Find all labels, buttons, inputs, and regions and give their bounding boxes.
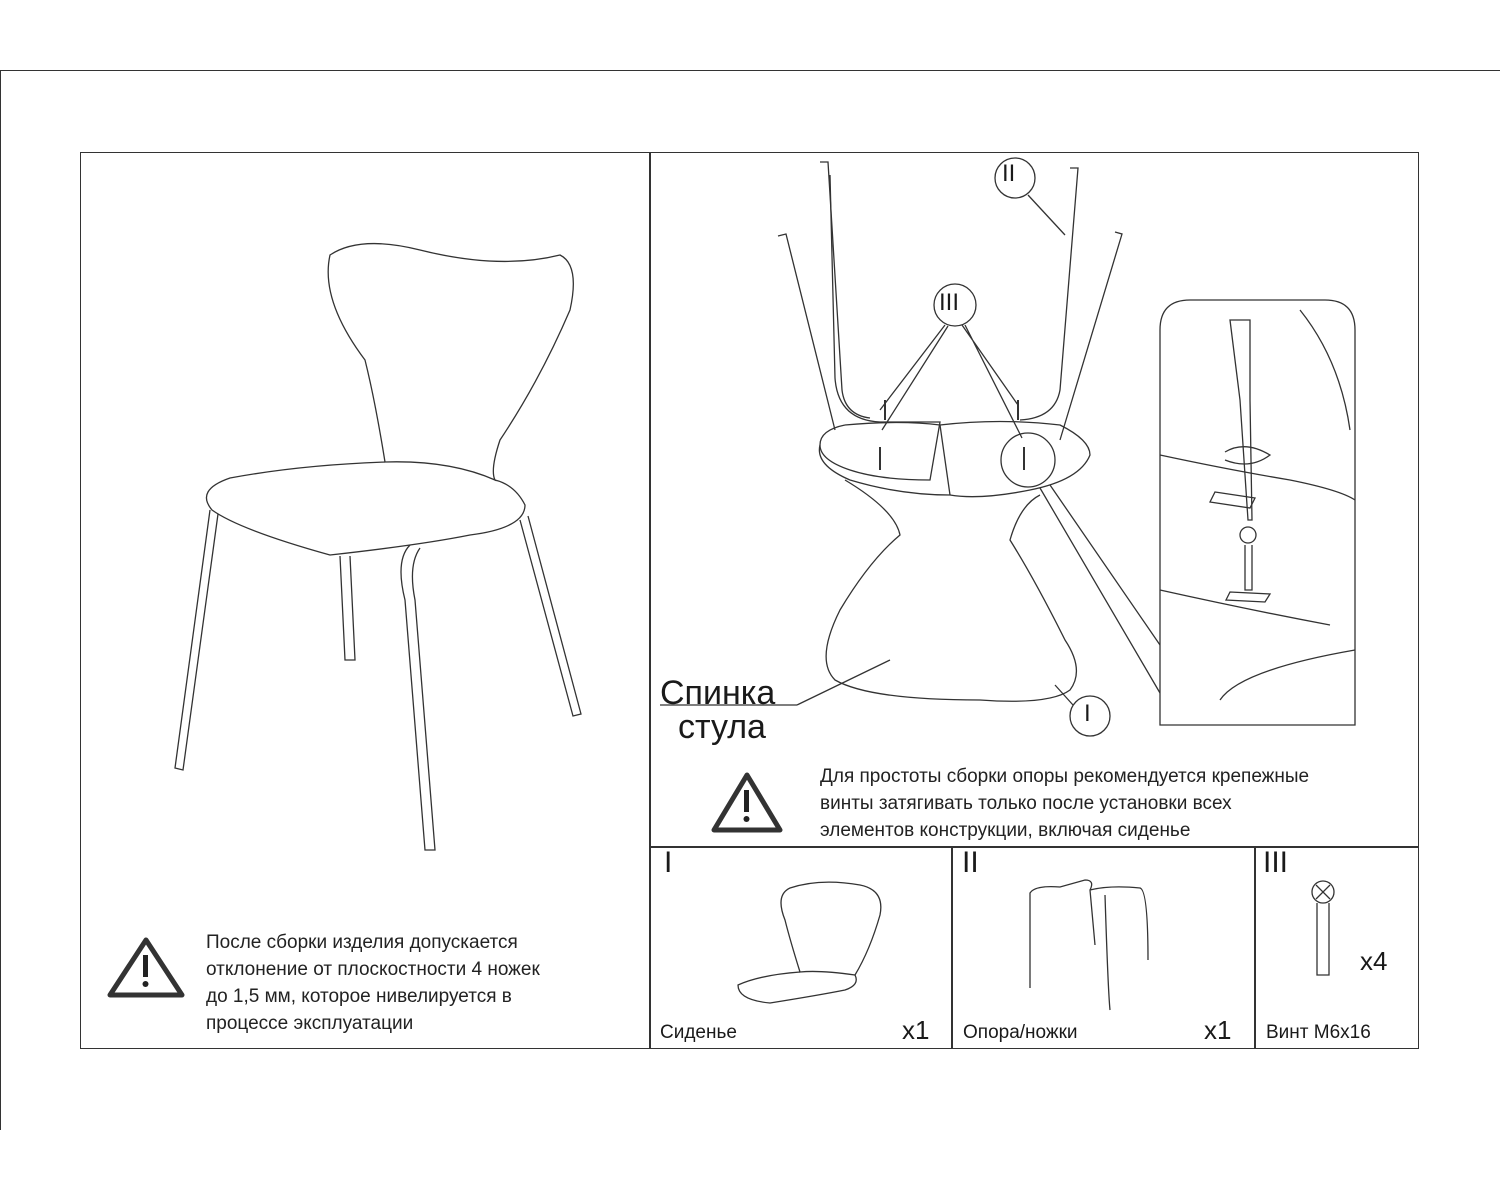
warning-line: винты затягивать только после установки …	[820, 793, 1232, 814]
part-name: Опора/ножки	[963, 1022, 1078, 1043]
callout-III: III	[939, 289, 960, 316]
part-name: Винт М6х16	[1266, 1022, 1371, 1043]
callout-I: I	[1084, 700, 1091, 727]
panel-divider	[649, 152, 651, 1049]
part-name: Сиденье	[660, 1022, 737, 1043]
part-qty: x1	[1204, 1015, 1232, 1045]
part-numeral: III	[1263, 846, 1289, 879]
warning-line: до 1,5 мм, которое нивелируется в	[206, 986, 512, 1007]
warning-line: процессе эксплуатации	[206, 1013, 414, 1034]
part-legs-drawing	[1029, 879, 1149, 1011]
part-numeral: II	[962, 846, 979, 879]
warning-line: После сборки изделия допускается	[206, 932, 518, 953]
parts-row-divider	[650, 846, 1419, 848]
part-qty: x4	[1360, 946, 1388, 976]
page-border-top	[0, 70, 1500, 71]
part-seat-drawing	[737, 881, 882, 1004]
warning-line: элементов конструкции, включая сиденье	[820, 820, 1191, 841]
warning-line: отклонение от плоскостности 4 ножек	[206, 959, 540, 980]
part-numeral: I	[664, 846, 673, 879]
warning-triangle-icons	[107, 772, 783, 998]
assembled-chair-drawing	[174, 242, 582, 851]
backrest-label-line2: стула	[678, 708, 766, 746]
assembly-drawing	[660, 157, 1356, 737]
parts-divider-2	[1254, 846, 1256, 1049]
page-border-left	[0, 70, 1, 1130]
backrest-label-line1: Спинка	[660, 674, 776, 712]
warning-line: Для простоты сборки опоры рекомендуется …	[820, 766, 1310, 787]
instruction-sheet	[80, 152, 1419, 1049]
callout-II: II	[1002, 160, 1016, 187]
part-screw-drawing	[1311, 880, 1335, 976]
part-qty: x1	[902, 1015, 930, 1045]
assembly-warning-text: Для простоты сборки опоры рекомендуется …	[820, 763, 1420, 844]
parts-divider-1	[951, 846, 953, 1049]
left-warning-text: После сборки изделия допускается отклоне…	[206, 929, 626, 1037]
